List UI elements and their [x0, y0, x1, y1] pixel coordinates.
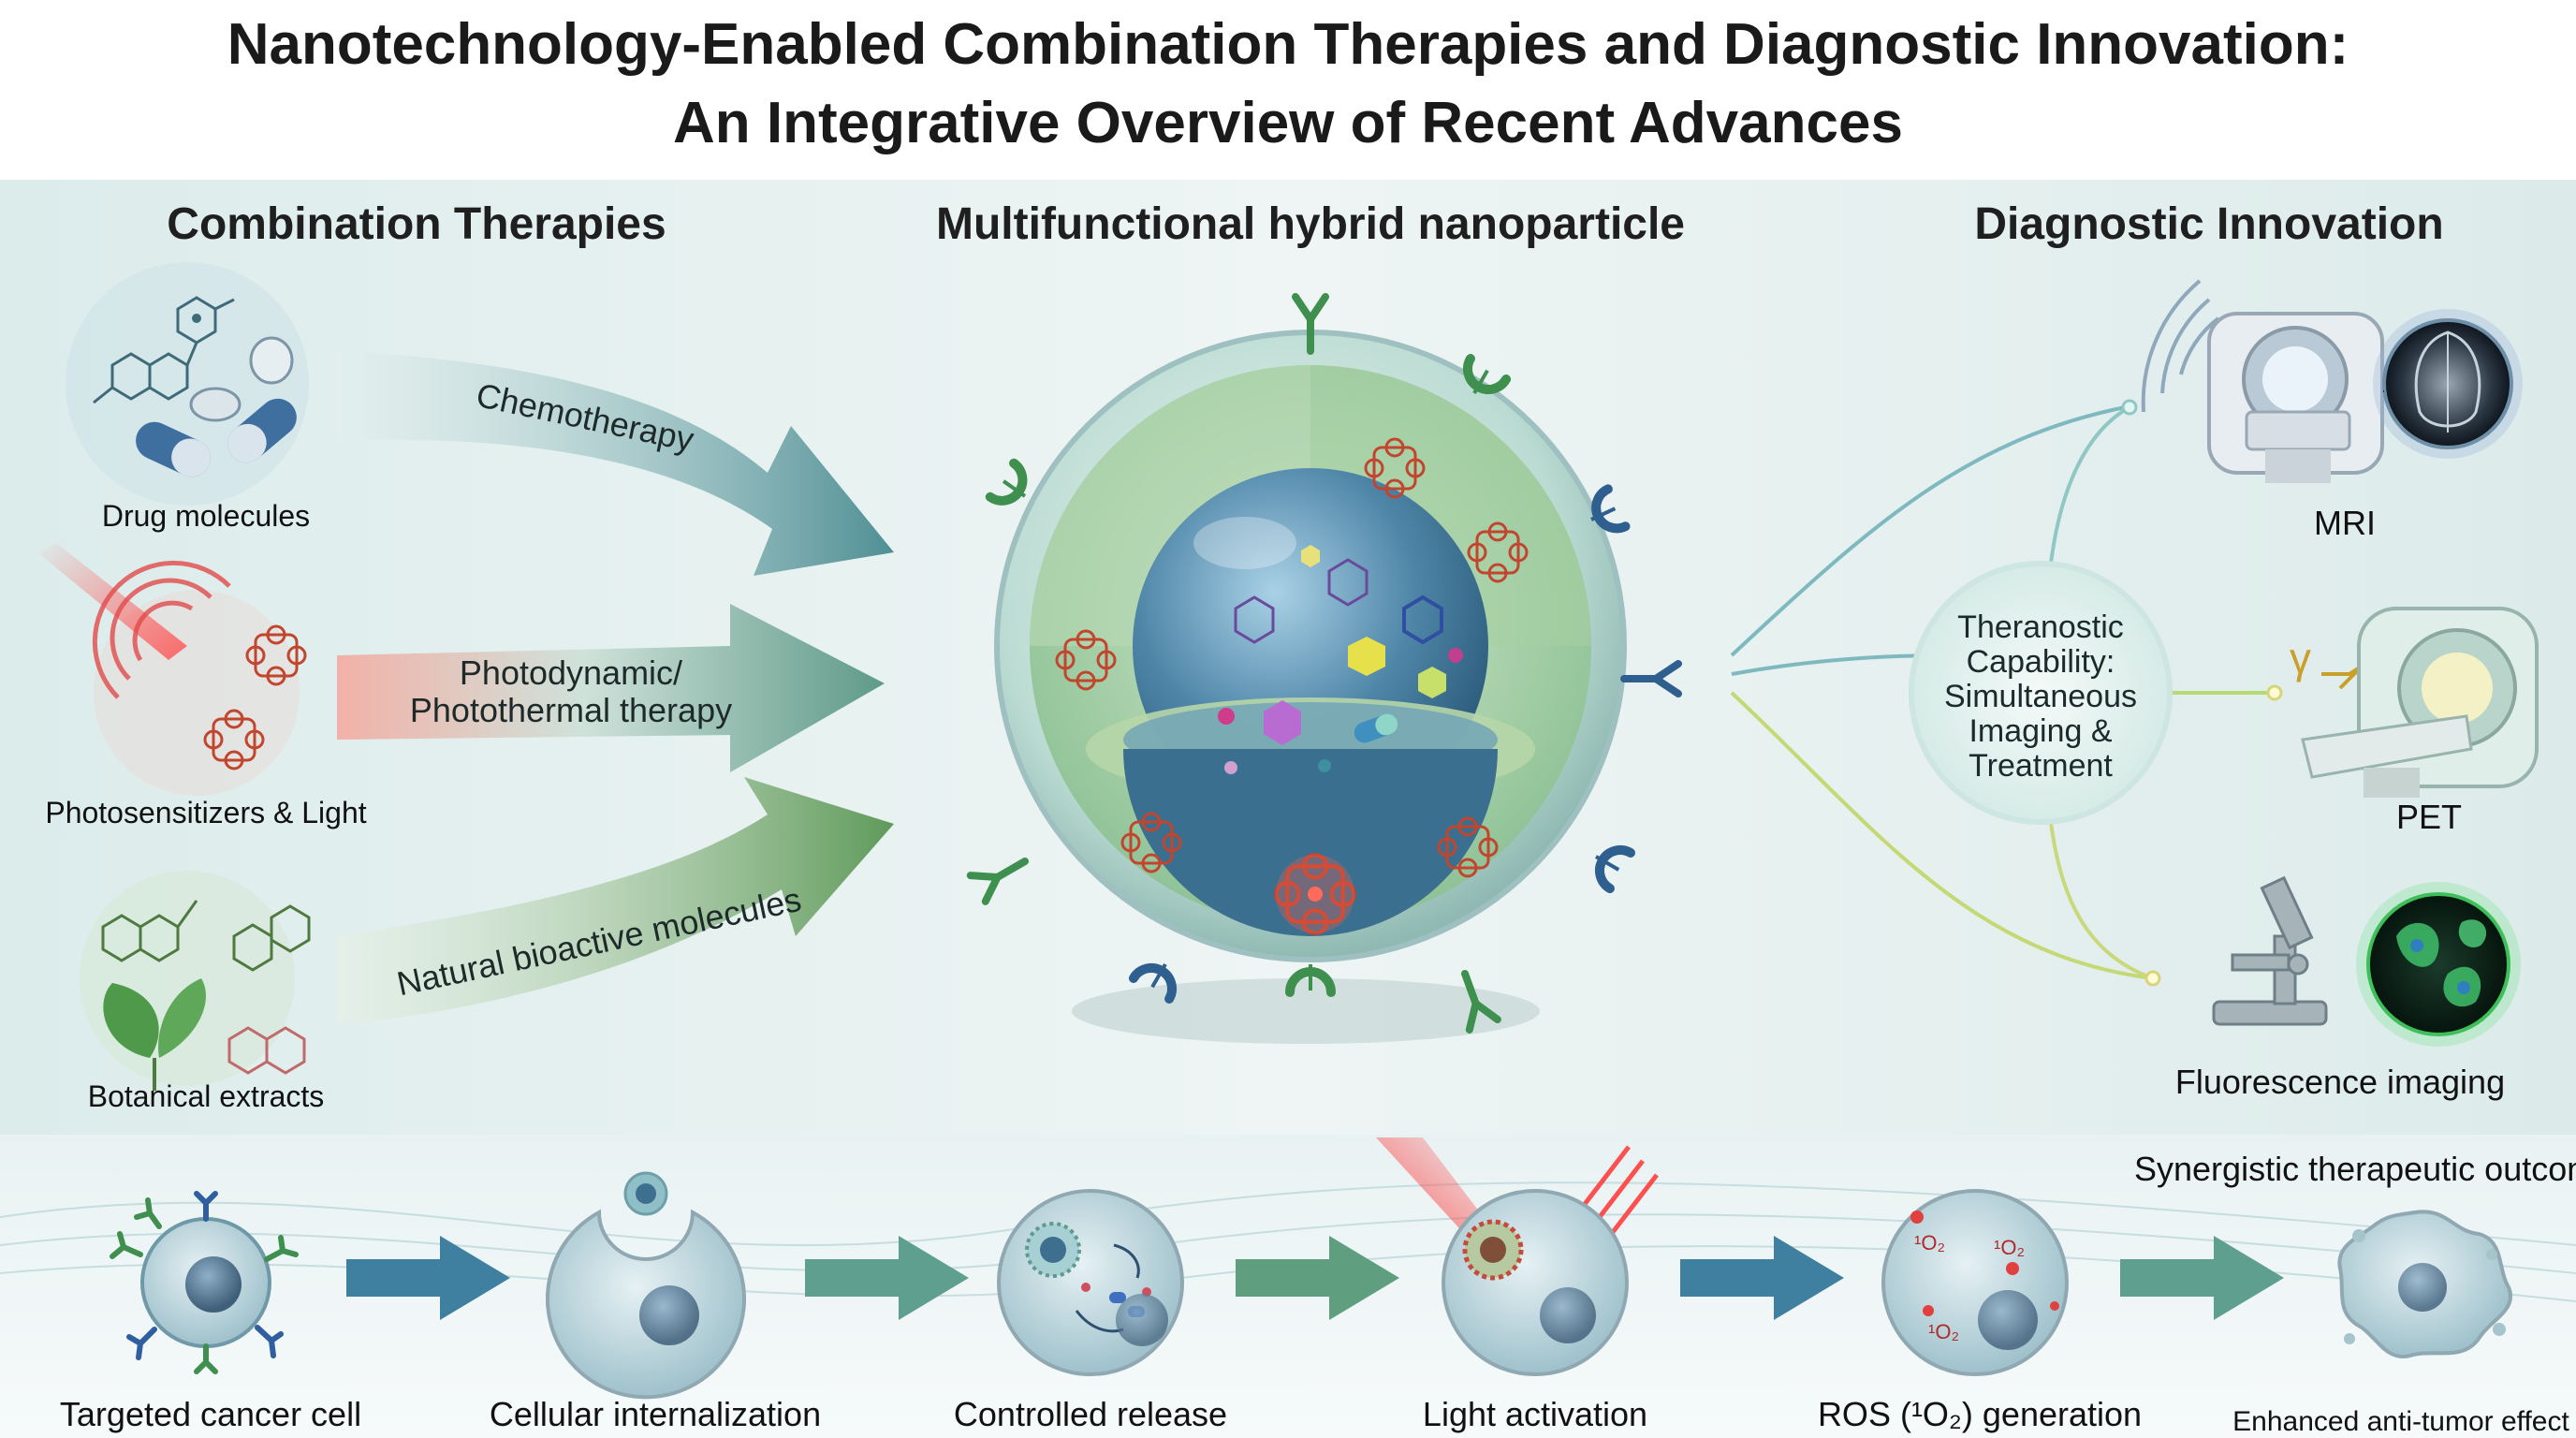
- microscope-icon: [2212, 875, 2328, 1026]
- light-activation-cell-icon: [1376, 1137, 1659, 1376]
- internalization-cell-icon: [546, 1171, 746, 1400]
- title-line-2: An Integrative Overview of Recent Advanc…: [673, 91, 1903, 155]
- section-title-diagnostic: Diagnostic Innovation: [1974, 199, 2444, 249]
- nanoparticle-graphic: [971, 297, 1678, 1044]
- label-drug-molecules: Drug molecules: [101, 499, 311, 533]
- label-photodynamic: Photodynamic/: [459, 653, 683, 692]
- label-botanical-extracts: Botanical extracts: [87, 1079, 325, 1113]
- step-ros-generation: ROS (¹O₂) generation: [1817, 1395, 2143, 1433]
- label-pet: PET: [2395, 798, 2462, 836]
- natural-molecules-arrow: [337, 777, 894, 1025]
- chemotherapy-arrow: [337, 351, 894, 576]
- ros-label-2: ¹O₂: [1994, 1236, 2025, 1259]
- section-title-combination: Combination Therapies: [167, 199, 666, 249]
- label-photosensitizers: Photosensitizers & Light: [45, 796, 367, 829]
- step-anti-tumor-effect: Enhanced anti-tumor effect: [2232, 1406, 2569, 1437]
- photo-therapy-arrow: [337, 604, 885, 772]
- step-cellular-internalization: Cellular internalization: [489, 1395, 822, 1433]
- theranostic-hub: [1909, 561, 2173, 825]
- step-targeted-cancer-cell: Targeted cancer cell: [59, 1395, 362, 1433]
- process-arrows: [346, 1236, 2284, 1320]
- controlled-release-cell-icon: [997, 1189, 1184, 1376]
- title-line-1: Nanotechnology-Enabled Combination Thera…: [227, 12, 2349, 77]
- ros-label-1: ¹O₂: [1914, 1231, 1945, 1255]
- section-title-nanoparticle: Multifunctional hybrid nanoparticle: [935, 199, 1685, 249]
- theranostic-capability-label: Theranostic Capability: Simultaneous Ima…: [1943, 609, 2137, 784]
- step-light-activation: Light activation: [1422, 1395, 1648, 1433]
- label-fluorescence-imaging: Fluorescence imaging: [2174, 1063, 2506, 1101]
- photosensitizers-light-icon: [37, 543, 307, 796]
- pet-scanner-icon: [2301, 607, 2539, 798]
- targeted-cancer-cell-icon: [110, 1191, 299, 1374]
- label-photothermal: Photothermal therapy: [409, 691, 733, 729]
- label-synergistic-outcome: Synergistic therapeutic outcon: [2134, 1150, 2576, 1188]
- label-mri: MRI: [2314, 504, 2376, 542]
- anti-tumor-effect-icon: [2337, 1210, 2512, 1359]
- ros-label-3: ¹O₂: [1928, 1320, 1959, 1343]
- gamma-ray-icon: γ: [2290, 634, 2311, 682]
- step-controlled-release: Controlled release: [953, 1395, 1228, 1433]
- mri-scanner-icon: [2141, 279, 2523, 483]
- ros-generation-cell-icon: [1881, 1189, 2069, 1376]
- fluorescence-image-icon: [2356, 882, 2521, 1047]
- drug-molecules-icon: [66, 262, 309, 506]
- botanical-extracts-icon: [80, 871, 311, 1091]
